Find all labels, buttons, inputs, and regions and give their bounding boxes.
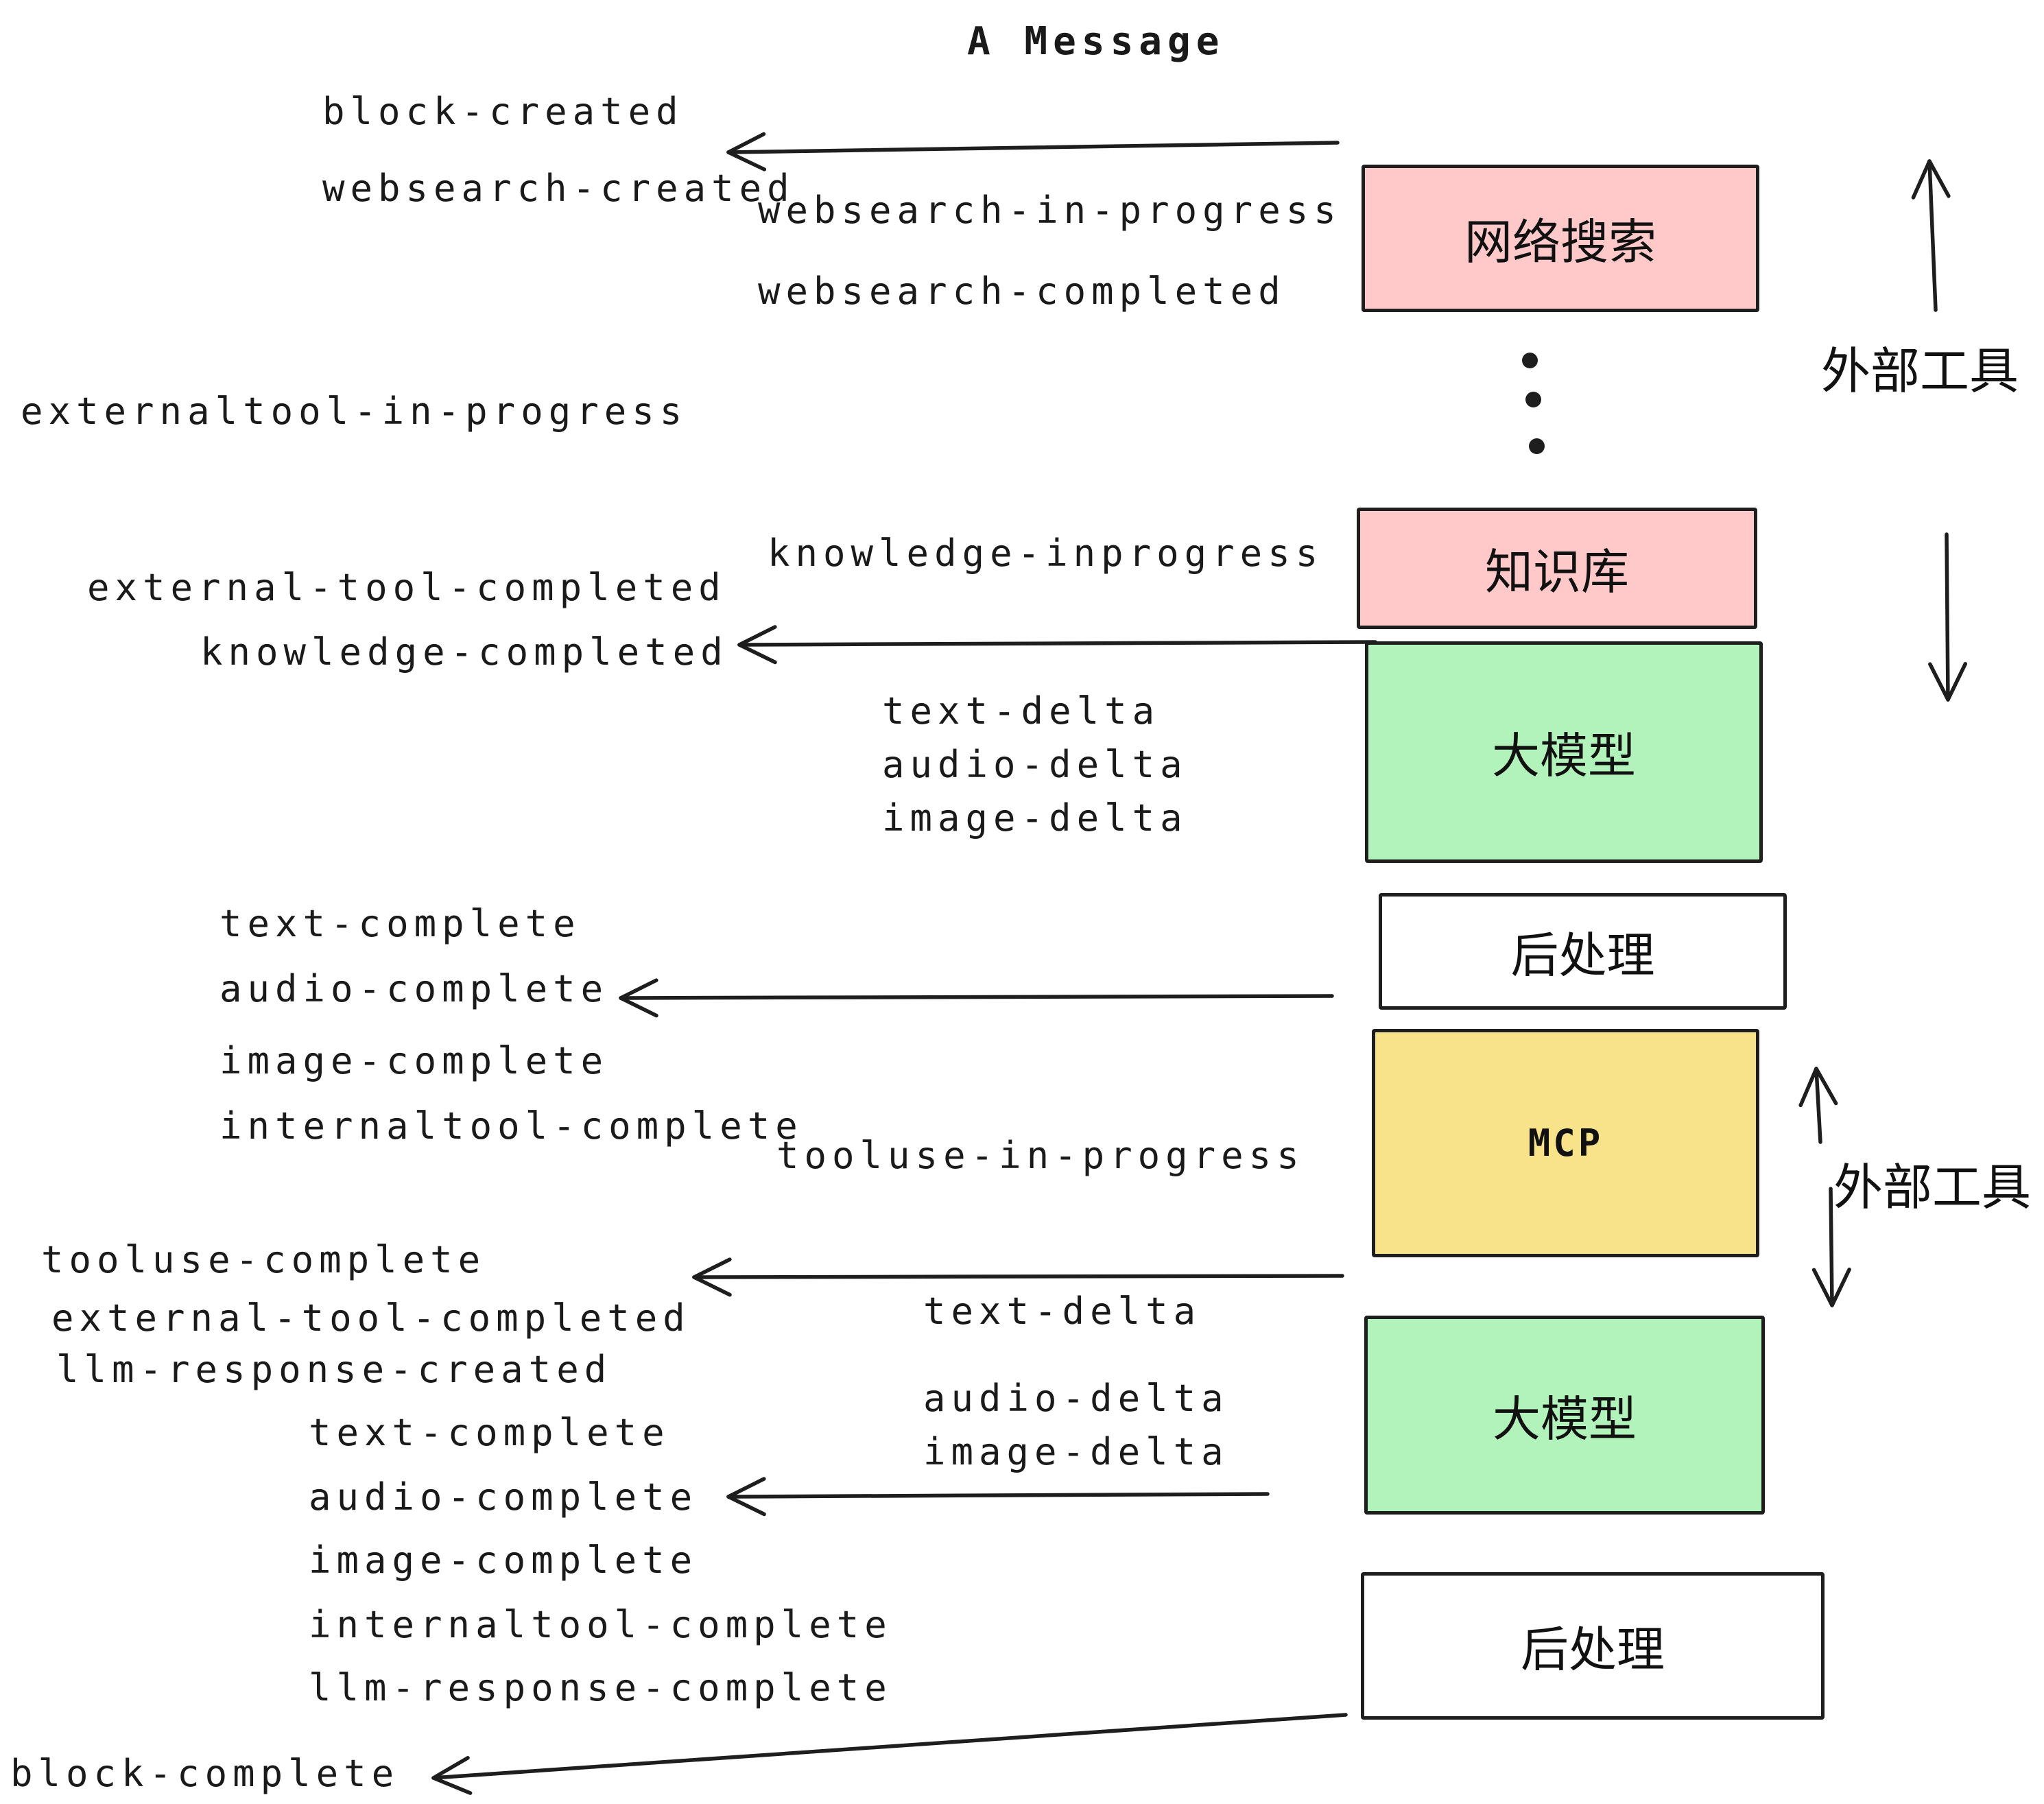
- arrow-audio-complete-2: [726, 1477, 1270, 1517]
- flow-box-label-llm-2: 大模型: [1493, 1390, 1637, 1447]
- flow-box-llm-2: 大模型: [1364, 1316, 1765, 1515]
- flow-box-label-mcp: MCP: [1528, 1121, 1604, 1165]
- flow-box-label-postprocess-2: 后处理: [1521, 1622, 1665, 1678]
- event-label-external-tool-completed-1: external-tool-completed: [87, 566, 726, 609]
- arrow-external-tools-down-1: [1928, 532, 1968, 702]
- event-label-websearch-completed: websearch-completed: [758, 270, 1286, 313]
- annotation-external-tools-bottom: 外部工具: [1833, 1159, 2032, 1216]
- event-label-image-complete-2: image-complete: [309, 1539, 698, 1582]
- event-label-text-delta-2: text-delta: [923, 1290, 1202, 1333]
- event-label-tooluse-complete: tooluse-complete: [41, 1238, 486, 1281]
- flow-box-label-websearch: 网络搜索: [1464, 214, 1656, 270]
- flow-box-llm-1: 大模型: [1365, 641, 1763, 863]
- diagram-title: A Message: [967, 19, 1225, 64]
- event-label-image-complete-1: image-complete: [219, 1039, 609, 1082]
- event-label-block-complete: block-complete: [10, 1752, 400, 1795]
- arrow-external-tools-up-1: [1911, 159, 1951, 312]
- event-label-image-delta-2: image-delta: [923, 1430, 1229, 1473]
- event-label-websearch-in-progress: websearch-in-progress: [758, 189, 1342, 232]
- arrow-image-complete: [619, 978, 1334, 1018]
- flow-box-label-llm-1: 大模型: [1492, 728, 1636, 784]
- event-label-image-delta-1: image-delta: [882, 796, 1188, 840]
- arrow-knowledge-completed: [737, 625, 1377, 665]
- event-label-block-created: block-created: [322, 90, 684, 133]
- event-label-tooluse-in-progress: tooluse-in-progress: [776, 1134, 1305, 1177]
- event-label-knowledge-inprogress: knowledge-inprogress: [768, 532, 1324, 575]
- event-label-websearch-created: websearch-created: [322, 167, 795, 210]
- event-label-knowledge-completed: knowledge-completed: [200, 630, 728, 674]
- flow-box-postprocess-2: 后处理: [1361, 1572, 1825, 1720]
- flow-box-mcp: MCP: [1372, 1029, 1759, 1257]
- event-label-internaltool-complete-1: internaltool-complete: [219, 1104, 803, 1148]
- ellipsis-dot-3: [1529, 438, 1545, 454]
- event-label-audio-delta-2: audio-delta: [923, 1377, 1229, 1420]
- flow-box-websearch: 网络搜索: [1362, 165, 1759, 312]
- flow-box-postprocess-1: 后处理: [1379, 893, 1787, 1010]
- event-label-text-delta-1: text-delta: [882, 689, 1161, 733]
- annotation-external-tools-top: 外部工具: [1821, 342, 2019, 400]
- event-label-audio-complete-1: audio-complete: [219, 967, 609, 1010]
- event-label-audio-complete-2: audio-complete: [309, 1475, 698, 1519]
- flow-box-label-knowledge: 知识库: [1485, 544, 1629, 600]
- arrow-block-created: [726, 132, 1340, 171]
- event-label-external-tool-completed-2: external-tool-completed: [51, 1296, 691, 1340]
- event-label-internaltool-complete-2: internaltool-complete: [309, 1603, 892, 1646]
- ellipsis-dot-1: [1522, 353, 1538, 368]
- event-label-llm-response-complete: llm-response-complete: [309, 1666, 892, 1709]
- arrow-block-complete: [431, 1713, 1348, 1795]
- event-label-text-complete-1: text-complete: [219, 902, 581, 945]
- event-label-llm-response-created: llm-response-created: [56, 1348, 613, 1391]
- flow-box-knowledge: 知识库: [1357, 508, 1757, 629]
- arrow-external-tools-up-2: [1798, 1067, 1838, 1144]
- flow-box-label-postprocess-1: 后处理: [1510, 927, 1655, 984]
- event-label-externaltool-in-progress: externaltool-in-progress: [21, 390, 688, 433]
- ellipsis-dot-2: [1525, 392, 1541, 407]
- event-label-audio-delta-1: audio-delta: [882, 743, 1188, 786]
- event-label-text-complete-2: text-complete: [309, 1411, 670, 1454]
